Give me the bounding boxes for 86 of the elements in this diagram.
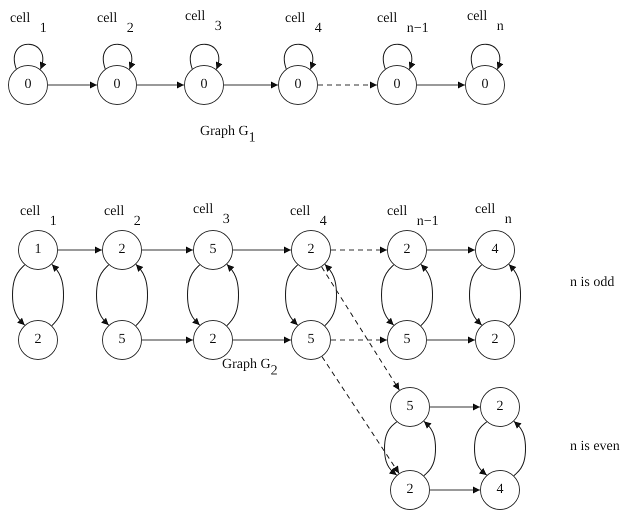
arrow <box>321 266 400 390</box>
arrow <box>469 264 482 326</box>
node-value: 0 <box>24 78 32 92</box>
state-circle <box>387 230 427 270</box>
state-circle <box>377 65 417 105</box>
state-circle <box>291 320 331 360</box>
arrow <box>12 264 26 326</box>
arrow <box>224 82 278 88</box>
node-value: 5 <box>118 333 126 347</box>
state-circle <box>475 230 515 270</box>
arrow <box>420 264 434 326</box>
state-circle <box>480 470 520 510</box>
node-value: 2 <box>404 243 410 257</box>
arrow <box>52 264 64 326</box>
self-loop-arrow <box>190 44 222 70</box>
node-value: 0 <box>200 78 208 92</box>
state-circle <box>390 470 430 510</box>
state-circle <box>278 65 318 105</box>
node-value: 2 <box>118 243 126 257</box>
self-loop-arrow <box>382 44 415 70</box>
arrow <box>427 336 475 344</box>
node-value: 0 <box>114 78 120 92</box>
node-value: 4 <box>496 483 504 497</box>
arrow <box>324 264 338 326</box>
state-circle <box>387 320 427 360</box>
state-circle <box>390 387 430 427</box>
node-value: 2 <box>308 243 314 257</box>
arrow <box>331 246 387 254</box>
arrow <box>430 404 480 410</box>
self-loop-arrow <box>284 44 316 70</box>
arrow <box>322 356 400 474</box>
arrow <box>318 82 377 88</box>
node-value: 5 <box>210 243 216 257</box>
node-value: 2 <box>406 483 414 497</box>
state-circle <box>480 387 520 427</box>
arrow <box>142 336 193 344</box>
state-circle <box>97 65 137 105</box>
self-loop-arrow <box>14 44 46 70</box>
case-note: n is odd <box>570 276 614 290</box>
node-value: 0 <box>394 78 400 92</box>
node-value: 0 <box>294 78 302 92</box>
arrow <box>427 246 475 254</box>
arrow <box>136 264 148 326</box>
node-value: 0 <box>482 78 488 92</box>
state-circle <box>193 230 233 270</box>
state-circle <box>465 65 505 105</box>
node-value: 2 <box>496 400 504 414</box>
node-value: 1 <box>34 243 42 257</box>
arrow <box>96 264 110 326</box>
arrow <box>424 420 436 476</box>
node-value: 2 <box>492 333 498 347</box>
arrow <box>233 336 291 344</box>
arrow <box>233 246 291 254</box>
state-circle <box>184 65 224 105</box>
arrow <box>137 82 184 88</box>
arrow <box>48 82 97 88</box>
state-circle <box>193 320 233 360</box>
state-circle <box>8 65 48 105</box>
arrow <box>331 336 387 344</box>
arrow <box>58 246 102 254</box>
state-circle <box>475 320 515 360</box>
self-loop-arrow <box>470 44 503 70</box>
arrow <box>474 421 488 476</box>
node-value: 5 <box>308 333 314 347</box>
state-circle <box>18 320 58 360</box>
node-value: 2 <box>210 333 216 347</box>
state-circle <box>291 230 331 270</box>
arrow <box>142 246 193 254</box>
arrow <box>381 264 394 326</box>
node-value: 5 <box>404 333 410 347</box>
arrow <box>226 264 240 326</box>
arrow <box>285 264 298 326</box>
arrow <box>508 264 522 326</box>
state-circle <box>102 320 142 360</box>
state-circle <box>102 230 142 270</box>
case-note: n is even <box>570 440 620 454</box>
node-value: 4 <box>492 243 498 257</box>
node-value: 5 <box>406 400 414 414</box>
arrow <box>514 420 526 476</box>
arrow <box>430 486 480 494</box>
self-loop-arrow <box>102 44 135 70</box>
arrow <box>384 421 398 476</box>
arrow <box>186 264 200 326</box>
node-value: 2 <box>34 333 42 347</box>
state-circle <box>18 230 58 270</box>
arrow <box>417 82 465 88</box>
